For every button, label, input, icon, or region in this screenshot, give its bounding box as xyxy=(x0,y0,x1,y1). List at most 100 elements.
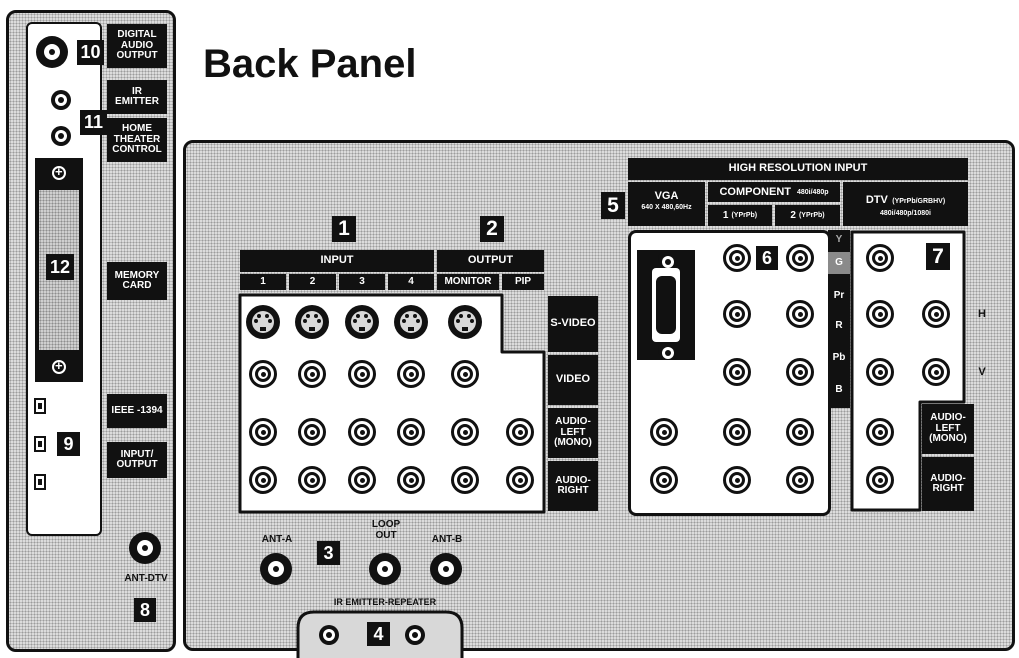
ir-repeater-jack xyxy=(319,625,339,645)
screw-icon xyxy=(52,164,66,180)
ieee-1394-label: IEEE -1394 xyxy=(107,394,167,428)
s-video-jack xyxy=(345,305,379,339)
dtv-label: DTV xyxy=(865,194,888,206)
ant-dtv-jack xyxy=(129,532,161,564)
vga-port-socket xyxy=(656,276,676,334)
audio-left-jack xyxy=(397,418,425,446)
ieee-1394-port xyxy=(34,474,46,490)
component-1-pb-jack xyxy=(723,358,751,386)
s-video-jack xyxy=(295,305,329,339)
ir-repeater-jack xyxy=(405,625,425,645)
b-label: B xyxy=(835,384,843,395)
dtv-header: DTV (YPrPb/GRBHV) 480i/480p/1080i xyxy=(843,182,968,226)
audio-left-jack xyxy=(451,418,479,446)
ieee-1394-port xyxy=(34,398,46,414)
component-2-pb-jack xyxy=(786,358,814,386)
input-output-label: INPUT/ OUTPUT xyxy=(107,442,167,478)
component-1-audio-right-jack xyxy=(723,466,751,494)
component-2-spec: (YPrPb) xyxy=(798,212,825,219)
vga-spec: 640 X 480,60Hz xyxy=(641,204,692,211)
v-label: V xyxy=(978,366,986,378)
dtv-h-jack xyxy=(922,300,950,328)
loop-out-label: LOOP OUT xyxy=(371,519,401,541)
pip-header: PIP xyxy=(502,274,544,290)
input-2-header: 2 xyxy=(289,274,336,290)
audio-left-jack xyxy=(249,418,277,446)
input-1-header: 1 xyxy=(240,274,286,290)
video-jack xyxy=(451,360,479,388)
ant-dtv-label: ANT-DTV xyxy=(124,573,168,584)
dtv-title-line: DTV (YPrPb/GRBHV) xyxy=(843,190,968,208)
component-2-number: 2 xyxy=(790,210,796,221)
page-title: Back Panel xyxy=(203,42,417,86)
screw-icon xyxy=(52,358,66,374)
s-video-jack xyxy=(394,305,428,339)
s-video-jack xyxy=(246,305,280,339)
vga-audio-left-jack xyxy=(650,418,678,446)
ant-a-label: ANT-A xyxy=(261,534,293,545)
dtv-audio-left-label: AUDIO- LEFT (MONO) xyxy=(922,404,974,454)
input-header: INPUT xyxy=(240,250,434,272)
high-resolution-input-header: HIGH RESOLUTION INPUT xyxy=(628,158,968,180)
ant-b-label: ANT-B xyxy=(431,534,463,545)
ir-emitter-jack xyxy=(51,90,71,110)
dtv-audio-left-jack xyxy=(866,418,894,446)
badge-9: 9 xyxy=(57,432,80,456)
dtv-audio-right-jack xyxy=(866,466,894,494)
dtv-resolution: 480i/480p/1080i xyxy=(880,210,931,217)
video-label: VIDEO xyxy=(548,355,598,405)
input-3-header: 3 xyxy=(339,274,385,290)
output-header: OUTPUT xyxy=(437,250,544,272)
vga-screw-icon xyxy=(658,343,674,359)
dtv-pr-jack xyxy=(866,300,894,328)
audio-right-jack xyxy=(249,466,277,494)
component-2-header: 2 (YPrPb) xyxy=(775,205,840,226)
audio-left-label: AUDIO- LEFT (MONO) xyxy=(548,408,598,458)
audio-right-jack xyxy=(451,466,479,494)
video-jack xyxy=(298,360,326,388)
video-jack xyxy=(249,360,277,388)
channel-label-column xyxy=(828,230,850,408)
component-1-pr-jack xyxy=(723,300,751,328)
audio-left-jack xyxy=(348,418,376,446)
badge-4: 4 xyxy=(367,622,390,646)
component-1-audio-left-jack xyxy=(723,418,751,446)
component-2-pr-jack xyxy=(786,300,814,328)
component-1-header: 1 (YPrPb) xyxy=(708,205,772,226)
vga-screw-icon xyxy=(658,252,674,268)
g-label: G xyxy=(828,252,850,274)
ir-repeater-label: IR EMITTER-REPEATER xyxy=(333,597,437,607)
home-theater-control-jack xyxy=(51,126,71,146)
audio-left-jack xyxy=(506,418,534,446)
dtv-v-jack xyxy=(922,358,950,386)
video-jack xyxy=(397,360,425,388)
ant-a-jack xyxy=(260,553,292,585)
loop-out-jack xyxy=(369,553,401,585)
ir-emitter-label: IR EMITTER xyxy=(107,80,167,114)
home-theater-control-label: HOME THEATER CONTROL xyxy=(107,118,167,162)
digital-audio-output-jack xyxy=(36,36,68,68)
audio-right-jack xyxy=(298,466,326,494)
badge-10: 10 xyxy=(77,40,104,65)
component-1-y-jack xyxy=(723,244,751,272)
badge-11: 11 xyxy=(80,110,107,135)
badge-5: 5 xyxy=(601,192,625,219)
badge-3: 3 xyxy=(317,541,340,565)
badge-7: 7 xyxy=(926,243,950,270)
video-jack xyxy=(348,360,376,388)
monitor-header: MONITOR xyxy=(437,274,499,290)
vga-audio-right-jack xyxy=(650,466,678,494)
h-label: H xyxy=(978,308,986,320)
ant-b-jack xyxy=(430,553,462,585)
badge-2: 2 xyxy=(480,216,504,242)
audio-right-jack xyxy=(397,466,425,494)
badge-1: 1 xyxy=(332,216,356,242)
badge-8: 8 xyxy=(134,598,156,622)
digital-audio-output-label: DIGITAL AUDIO OUTPUT xyxy=(107,24,167,68)
memory-card-label: MEMORY CARD xyxy=(107,262,167,300)
y-label: Y xyxy=(835,234,843,245)
component-label: COMPONENT xyxy=(719,186,791,198)
